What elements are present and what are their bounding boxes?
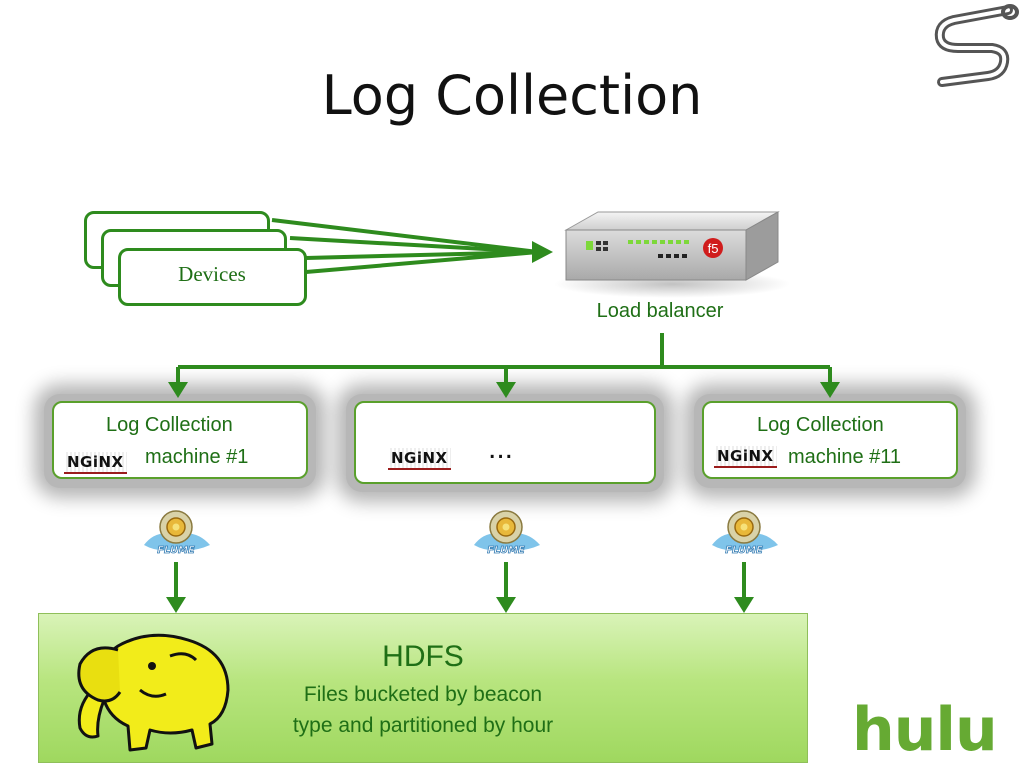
lb-badge: f5 bbox=[708, 241, 719, 256]
machine-1-title: Log Collection bbox=[106, 414, 233, 436]
svg-text:FLUME: FLUME bbox=[725, 545, 763, 556]
nginx-logo-11: NGiNX bbox=[714, 446, 777, 468]
flume-icon: FLUME bbox=[712, 510, 778, 556]
hdfs-title: HDFS bbox=[382, 640, 464, 673]
nginx-logo-1: NGiNX bbox=[64, 452, 127, 474]
flume-icon: FLUME bbox=[474, 510, 540, 556]
lb-arrowhead bbox=[532, 241, 553, 263]
devices-label: Devices bbox=[178, 262, 246, 286]
machine-11-name: machine #11 bbox=[788, 446, 902, 468]
svg-text:FLUME: FLUME bbox=[487, 545, 525, 556]
machine-11-title: Log Collection bbox=[757, 414, 884, 436]
hdfs-subtitle-line2: type and partitioned by hour bbox=[292, 714, 554, 737]
svg-text:FLUME: FLUME bbox=[157, 545, 195, 556]
load-balancer-icon: f5 bbox=[554, 211, 790, 298]
device-to-lb-arrows bbox=[271, 218, 539, 274]
load-balancer-label: Load balancer bbox=[596, 300, 724, 322]
device-card-front bbox=[118, 248, 307, 306]
machine-1-name: machine #1 bbox=[145, 446, 249, 468]
nginx-logo-middle: NGiNX bbox=[388, 448, 451, 470]
flume-icon: FLUME bbox=[144, 510, 210, 556]
hadoop-elephant-icon bbox=[77, 633, 230, 752]
page-title: Log Collection bbox=[321, 64, 703, 127]
hdfs-subtitle-line1: Files bucketed by beacon bbox=[303, 683, 543, 706]
lb-to-machines-arrows bbox=[176, 333, 832, 386]
flume-to-hdfs-arrows bbox=[174, 562, 746, 600]
hulu-logo: hulu bbox=[852, 695, 998, 765]
s-logo-icon bbox=[934, 4, 1019, 87]
log-machine-middle bbox=[354, 401, 656, 484]
machine-ellipsis: ... bbox=[488, 432, 514, 465]
